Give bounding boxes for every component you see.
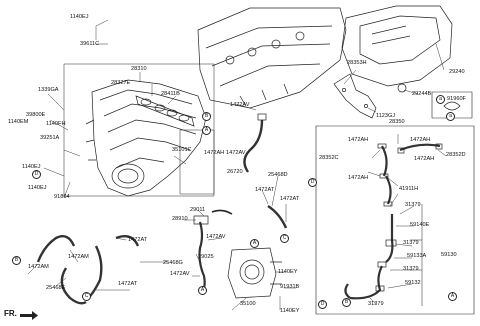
bracket-28353h	[333, 73, 377, 119]
part-label: 1140EJ	[22, 164, 41, 170]
part-label: 28352D	[446, 152, 466, 158]
part-label: 1140EM	[8, 119, 29, 125]
part-label: 91960F	[447, 96, 466, 102]
part-label: 31379	[368, 301, 384, 307]
part-label: 28327E	[111, 80, 131, 86]
part-label: 29240	[449, 69, 465, 75]
callout-c: C	[280, 234, 289, 243]
part-label: 1472AV	[206, 234, 226, 240]
part-label: 1339GA	[38, 87, 59, 93]
part-label: 39611C	[80, 41, 100, 47]
part-label: 1472AH	[348, 175, 369, 181]
part-label: 1472AT	[128, 237, 148, 243]
part-label: 31379	[403, 266, 419, 272]
hose-25468d	[267, 205, 288, 229]
callout-b: B	[202, 112, 211, 121]
callout-d: D	[308, 178, 317, 187]
part-label: 59130	[441, 252, 457, 258]
callout-c: C	[82, 292, 91, 301]
callout-a: A	[202, 126, 211, 135]
part-label: 59133A	[407, 253, 427, 259]
part-label: 1472AH	[204, 150, 225, 156]
part-label: 28310	[131, 66, 147, 72]
manifold-group-box	[63, 63, 215, 197]
callout-a-small: a	[436, 95, 445, 104]
part-label: 1472AV	[226, 150, 246, 156]
part-label: 1472AH	[348, 137, 369, 143]
part-label: 1140EY	[278, 269, 298, 275]
callout-d: D	[318, 300, 327, 309]
front-arrow-icon	[20, 311, 38, 320]
callout-a-small: a	[446, 112, 455, 121]
leader-lines	[27, 19, 447, 311]
part-label: 35101C	[172, 147, 192, 153]
hose-kit-box	[315, 125, 475, 315]
callout-b: B	[342, 298, 351, 307]
part-label: 31379	[403, 240, 419, 246]
part-label: 1472AV	[170, 271, 190, 277]
part-label: 91864	[54, 194, 70, 200]
part-label: 1472AH	[414, 156, 435, 162]
part-label: 28910	[172, 216, 188, 222]
part-label: 1472AT	[255, 187, 275, 193]
callout-a: A	[250, 239, 259, 248]
cylinder-head	[197, 7, 347, 109]
part-label: 1472AT	[280, 196, 300, 202]
hose-26720	[243, 119, 264, 173]
callout-a: A	[198, 286, 207, 295]
part-label: 1140FH	[46, 121, 66, 127]
part-label: 29025	[198, 254, 214, 260]
part-label: 26720	[227, 169, 243, 175]
part-label: 1472AM	[68, 254, 89, 260]
engine-cover	[341, 5, 453, 87]
intake-manifold	[85, 79, 207, 197]
callout-d: D	[32, 170, 41, 179]
part-label: 29011	[190, 207, 206, 213]
part-label: 39251A	[40, 135, 60, 141]
part-label: 1123GJ	[376, 113, 396, 119]
part-label: 25468E	[46, 285, 66, 291]
part-label: 1472AM	[28, 264, 49, 270]
part-label: 1472AV	[230, 102, 250, 108]
part-label: 28350	[389, 119, 405, 125]
callout-a: A	[448, 292, 457, 301]
manifold-gasket	[135, 95, 195, 127]
part-label: 25468G	[163, 260, 183, 266]
throttle-body	[227, 247, 282, 299]
part-label: 1472AT	[118, 281, 138, 287]
cover-grommet	[397, 83, 407, 93]
part-label: 1140EJ	[70, 14, 89, 20]
part-label: 28352C	[319, 155, 339, 161]
part-label: 1140EJ	[28, 185, 47, 191]
front-direction-label: FR.	[4, 309, 17, 318]
part-label: 1140EY	[280, 308, 300, 314]
part-label: 91931B	[280, 284, 300, 290]
hoses-bottom-left	[36, 235, 140, 305]
part-label: 28411B	[161, 91, 180, 97]
part-label: 1472AH	[410, 137, 431, 143]
part-label: 31379	[405, 202, 421, 208]
hose-clamps-right	[375, 143, 443, 292]
part-label: 35100	[240, 301, 256, 307]
part-label: 28353H	[347, 60, 367, 66]
part-label: 41911H	[399, 186, 419, 192]
callout-b: B	[12, 256, 21, 265]
part-label: 29244B	[412, 91, 432, 97]
part-label: 39800E	[26, 112, 46, 118]
part-label: 59132	[405, 280, 421, 286]
part-label: 59140E	[410, 222, 430, 228]
part-label: 25468D	[268, 172, 288, 178]
